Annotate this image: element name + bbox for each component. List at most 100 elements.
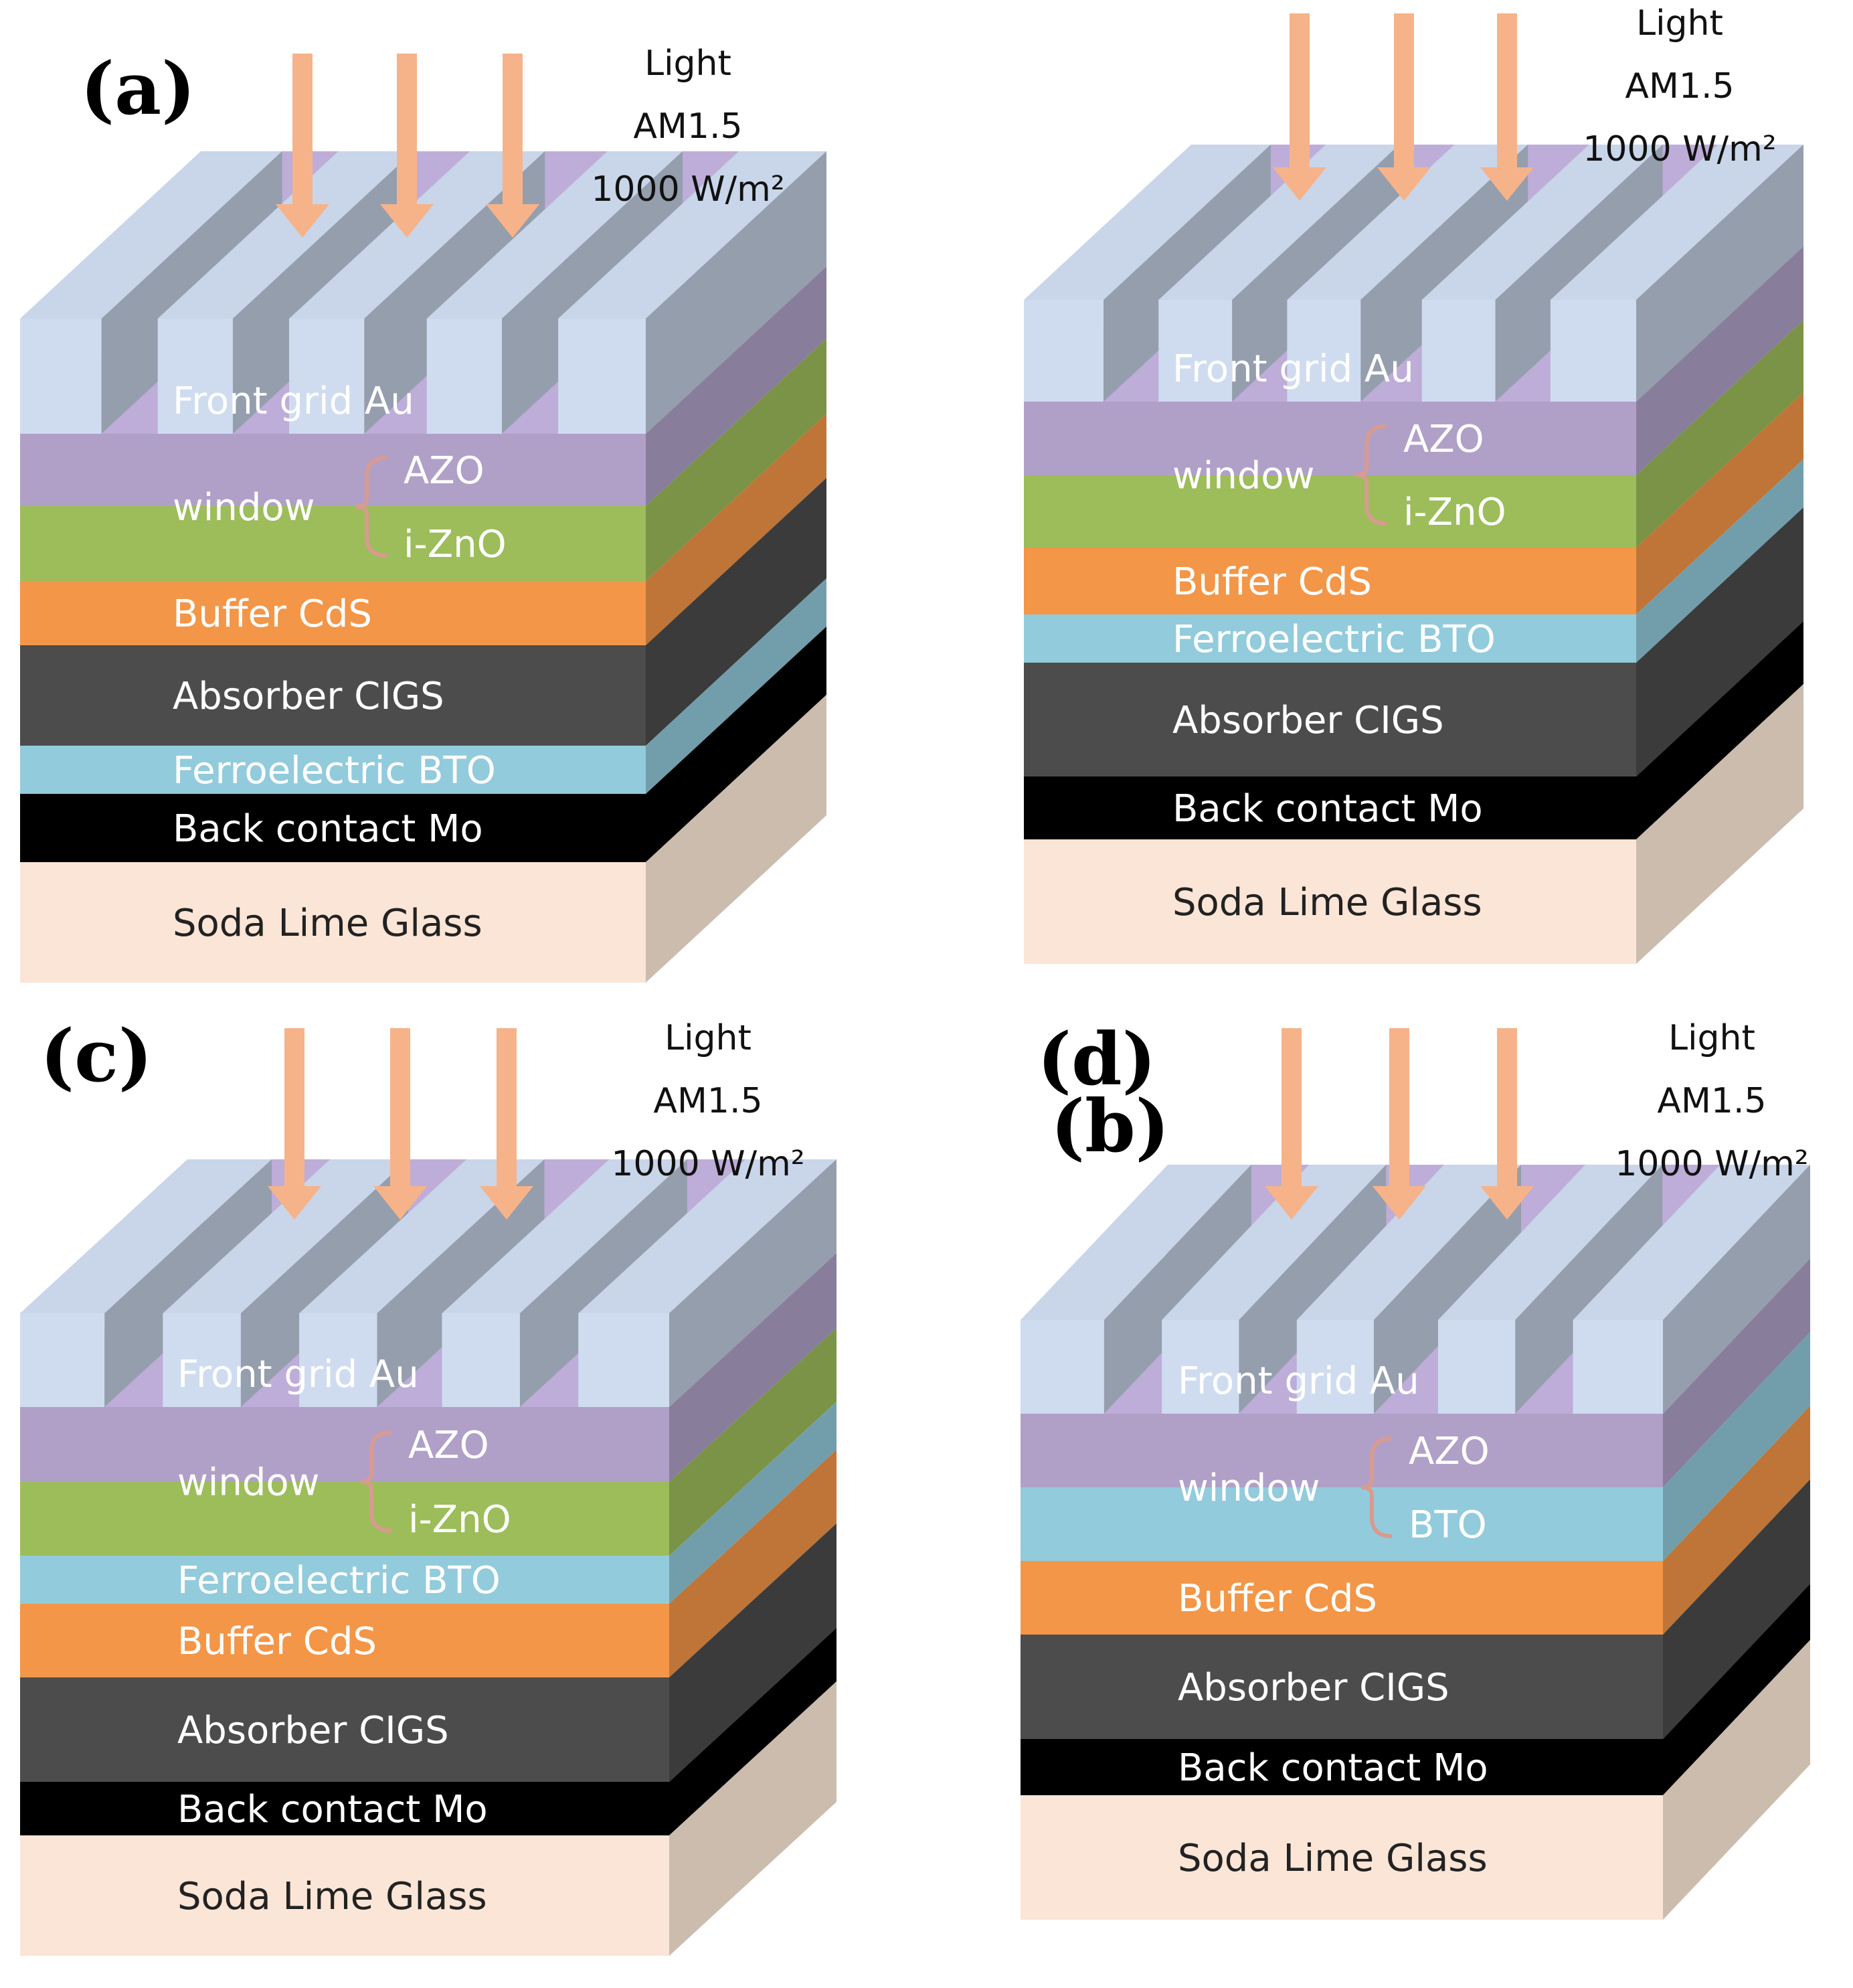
grid-finger-top xyxy=(163,1159,408,1313)
grid-finger-front xyxy=(578,1313,669,1407)
window-brace xyxy=(1360,1436,1393,1538)
layer-front-face xyxy=(20,1407,669,1482)
layer-side-face xyxy=(646,695,826,983)
layer-front-face xyxy=(20,1782,669,1835)
panel-label: (c) xyxy=(40,1014,153,1098)
layer-absorber-cigs: Absorber CIGS xyxy=(1024,507,1803,776)
light-spectrum-label: AM1.5 xyxy=(1625,66,1734,106)
grid-finger-side xyxy=(1239,1165,1387,1414)
grid-finger-side xyxy=(377,1159,545,1407)
layer-azo: AZO xyxy=(1024,246,1803,475)
light-arrow xyxy=(1273,13,1326,201)
grid-finger-side xyxy=(1636,145,1803,402)
grid-finger-top xyxy=(157,151,414,319)
layer-side-face xyxy=(646,414,826,645)
grid-finger-top xyxy=(20,151,282,319)
grid-finger-top xyxy=(1158,145,1400,300)
grid-finger-top xyxy=(558,151,826,319)
grid-finger-front xyxy=(558,319,646,434)
grid-finger-side xyxy=(1103,145,1271,402)
layer-side-face xyxy=(646,266,826,506)
layer-i-zno: i-ZnO xyxy=(20,339,826,581)
grid-finger-top xyxy=(578,1159,836,1313)
layer-side-face xyxy=(1636,621,1803,839)
layer-azo: AZO xyxy=(20,1253,836,1482)
panel-label: (a) xyxy=(80,47,195,131)
light-arrow xyxy=(268,1028,321,1220)
layer-buffer-cds: Buffer CdS xyxy=(20,414,826,645)
grid-finger-front xyxy=(20,319,102,434)
window-label: window xyxy=(1178,1467,1320,1510)
light-arrow xyxy=(1480,13,1534,201)
window-label: window xyxy=(1172,454,1314,498)
front-grid-label: Front grid Au xyxy=(1178,1359,1419,1403)
grid-finger-top xyxy=(1024,145,1271,300)
window-sublayer-label: AZO xyxy=(404,449,484,493)
light-intensity-label: 1000 W/m² xyxy=(611,1144,804,1184)
layer-side-face xyxy=(1636,459,1803,663)
layer-side-face xyxy=(669,1523,836,1782)
layer-i-zno: i-ZnO xyxy=(1024,320,1803,548)
window-brace xyxy=(355,456,387,558)
light-arrow xyxy=(1480,1028,1534,1220)
layer-side-face xyxy=(646,339,826,581)
light-label: Light xyxy=(644,44,731,84)
layer-label: Soda Lime Glass xyxy=(1172,881,1482,924)
grid-finger-front xyxy=(442,1313,520,1407)
light-intensity-label: 1000 W/m² xyxy=(591,169,784,210)
layer-label: Absorber CIGS xyxy=(1172,699,1444,742)
layer-front-face xyxy=(1024,402,1636,475)
layer-front-face xyxy=(1021,1739,1663,1795)
grid-finger-top xyxy=(289,151,545,319)
front-grid: Front grid Au xyxy=(1024,145,1803,402)
window-sublayer-label: AZO xyxy=(408,1424,489,1467)
window-sublayer-label: i-ZnO xyxy=(1403,491,1506,534)
light-arrow xyxy=(1377,13,1431,201)
layer-front-face xyxy=(1021,1635,1663,1739)
layer-label: Soda Lime Glass xyxy=(173,902,482,945)
layer-buffer-cds: Buffer CdS xyxy=(1021,1406,1810,1635)
grid-finger-front xyxy=(426,319,502,434)
layer-ferroelectric-bto: Ferroelectric BTO xyxy=(1024,459,1803,663)
grid-finger-front xyxy=(299,1313,377,1407)
layer-side-face xyxy=(669,1681,836,1956)
grid-finger-front xyxy=(1438,1320,1516,1414)
layer-absorber-cigs: Absorber CIGS xyxy=(20,478,826,746)
layer-side-face xyxy=(669,1402,836,1604)
layer-front-face xyxy=(20,746,646,794)
layer-side-face xyxy=(1636,320,1803,548)
window-label: window xyxy=(173,486,315,529)
layer-side-face xyxy=(669,1450,836,1677)
window-sublayer-label: i-ZnO xyxy=(404,523,507,566)
light-arrow xyxy=(380,54,434,238)
layer-side-face xyxy=(1663,1332,1810,1561)
layer-soda-lime-glass: Soda Lime Glass xyxy=(1021,1640,1810,1920)
layer-side-face xyxy=(646,578,826,794)
layer-azo: AZO xyxy=(20,266,826,506)
light-arrows xyxy=(1265,1028,1534,1220)
light-arrow xyxy=(276,54,329,238)
layer-front-face xyxy=(20,1835,669,1956)
layer-side-face xyxy=(1636,392,1803,614)
layer-front-face xyxy=(20,1482,669,1556)
front-grid-label: Front grid Au xyxy=(177,1353,419,1396)
layer-front-face xyxy=(20,862,646,983)
layer-i-zno: i-ZnO xyxy=(20,1328,836,1556)
light-intensity-label: 1000 W/m² xyxy=(1583,129,1776,169)
light-arrow xyxy=(480,1028,533,1220)
grid-finger-front xyxy=(1021,1320,1104,1414)
grid-finger-front xyxy=(157,319,233,434)
layer-ferroelectric-bto: Ferroelectric BTO xyxy=(20,1402,836,1604)
layer-label: Buffer CdS xyxy=(1178,1577,1377,1621)
grid-finger-front xyxy=(1287,300,1361,402)
light-arrows xyxy=(276,54,539,238)
panel-label: (d) xyxy=(1037,1017,1156,1102)
grid-finger-front xyxy=(1158,300,1233,402)
grid-finger-top xyxy=(299,1159,545,1313)
